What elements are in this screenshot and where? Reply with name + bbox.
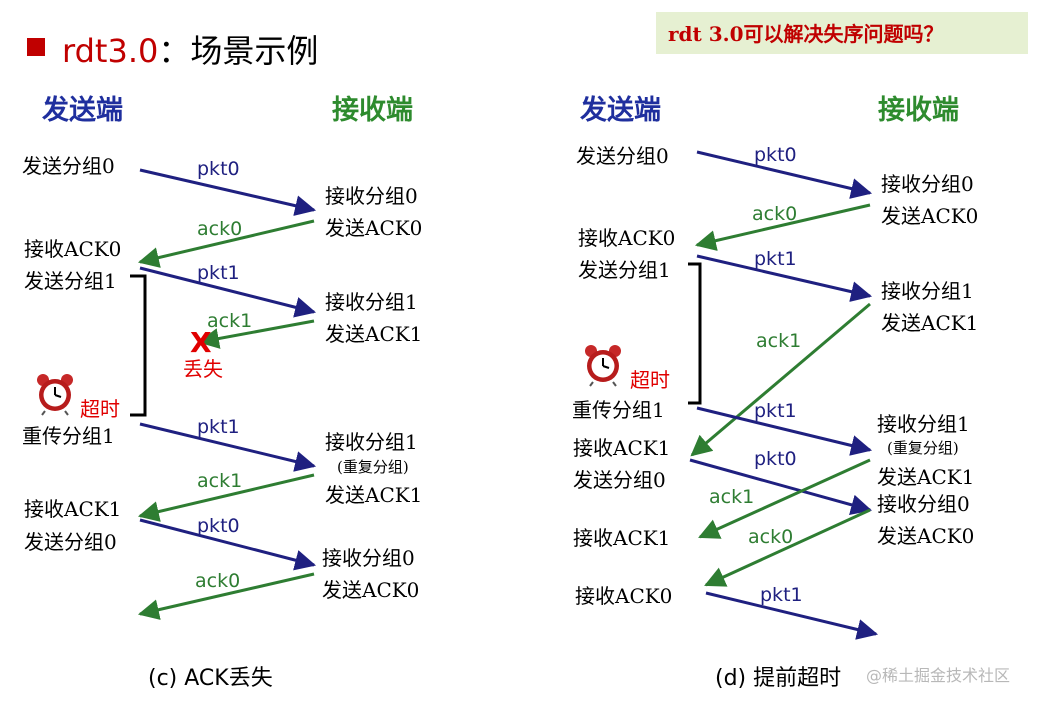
left-arrow-ack1-lost <box>197 319 315 349</box>
right-timeout-label: 超时 <box>630 368 670 392</box>
alarm-clock-icon <box>37 374 73 416</box>
left-arrow-ack0 <box>137 219 315 268</box>
left-caption: (c) ACK丢失 <box>148 666 273 691</box>
right-msg-label: ack0 <box>752 203 798 225</box>
question-text: rdt 3.0可以解决失序问题吗？ <box>668 22 944 46</box>
question-box <box>656 12 1028 54</box>
right-msg-label: pkt0 <box>754 448 797 470</box>
right-arrow-pkt0-2 <box>689 458 873 516</box>
left-sender-event: 发送分组0 <box>24 530 117 554</box>
right-arrow-ack0 <box>694 203 871 251</box>
left-msg-label: ack1 <box>197 470 243 492</box>
left-msg-label: pkt0 <box>197 158 240 180</box>
right-msg-label: pkt1 <box>760 584 803 606</box>
right-arrow-ack1 <box>690 302 871 457</box>
right-arrow-ack1-2 <box>698 458 871 539</box>
right-sender-event: 发送分组0 <box>576 144 669 168</box>
right-receiver-event: 接收分组0 <box>881 172 974 196</box>
left-sender-event: 发送分组1 <box>24 269 117 293</box>
right-receiver-event: (重复分组) <box>887 439 959 457</box>
left-sender-event: 接收ACK1 <box>24 497 122 521</box>
right-arrow-ack0-2 <box>704 508 871 587</box>
left-receiver-event: 接收分组0 <box>325 184 418 208</box>
right-sender-event: 重传分组1 <box>572 398 665 422</box>
title-prefix: rdt3.0 <box>62 32 159 70</box>
right-arrow-pkt1 <box>696 254 873 302</box>
right-sender-event: 接收ACK0 <box>578 226 676 250</box>
left-arrow-pkt0 <box>139 168 317 216</box>
right-msg-label: ack1 <box>709 486 755 508</box>
right-caption: (d) 提前超时 <box>715 666 842 691</box>
right-receiver-event: 发送ACK1 <box>881 311 979 335</box>
left-receiver-header: 接收端 <box>332 95 413 126</box>
left-timeout-label: 超时 <box>80 397 120 421</box>
left-sender-event: 重传分组1 <box>22 424 115 448</box>
right-msg-label: ack0 <box>748 526 794 548</box>
right-msg-label: pkt0 <box>754 144 797 166</box>
left-msg-label: ack0 <box>195 570 241 592</box>
right-receiver-event: 接收分组0 <box>877 492 970 516</box>
left-receiver-event: 接收分组0 <box>322 546 415 570</box>
right-msg-label: pkt1 <box>754 248 797 270</box>
right-arrow-pkt1-2 <box>705 591 879 640</box>
right-sender-event: 接收ACK1 <box>573 436 671 460</box>
right-timeout-bracket <box>688 262 702 405</box>
title-bullet <box>27 38 45 56</box>
right-sender-event: 发送分组0 <box>573 468 666 492</box>
right-msg-label: ack1 <box>756 330 802 352</box>
right-receiver-event: 接收分组1 <box>881 279 974 303</box>
left-receiver-event: (重复分组) <box>337 458 409 476</box>
title-suffix: ：场景示例 <box>158 32 319 70</box>
x-mark-icon: X <box>190 326 212 359</box>
right-receiver-header: 接收端 <box>878 95 959 126</box>
left-sender-header: 发送端 <box>42 95 123 126</box>
left-arrow-ack0-2 <box>137 572 315 620</box>
left-arrow-pkt0-2 <box>139 518 317 571</box>
right-receiver-event: 发送ACK0 <box>877 524 975 548</box>
alarm-clock-icon <box>585 345 621 387</box>
right-sender-event: 接收ACK1 <box>573 526 671 550</box>
right-receiver-event: 发送ACK0 <box>881 204 979 228</box>
left-receiver-event: 接收分组1 <box>325 290 418 314</box>
left-arrow-pkt1-retx <box>139 422 317 472</box>
right-receiver-event: 发送ACK1 <box>877 465 975 489</box>
left-sender-event: 发送分组0 <box>22 154 115 178</box>
left-msg-label: ack1 <box>207 310 253 332</box>
left-receiver-event: 接收分组1 <box>325 430 418 454</box>
left-msg-label: ack0 <box>197 218 243 240</box>
right-arrow-pkt0 <box>696 150 873 199</box>
left-receiver-event: 发送ACK0 <box>325 216 423 240</box>
right-sender-header: 发送端 <box>580 95 661 126</box>
left-receiver-event: 发送ACK0 <box>322 578 420 602</box>
left-sender-event: 接收ACK0 <box>24 237 122 261</box>
left-lost-label: 丢失 <box>183 357 223 381</box>
left-msg-label: pkt0 <box>197 515 240 537</box>
right-sender-event: 发送分组1 <box>578 258 671 282</box>
right-arrow-pkt1-retx <box>696 406 873 456</box>
left-msg-label: pkt1 <box>197 262 240 284</box>
left-timeout-bracket <box>130 274 147 417</box>
left-receiver-event: 发送ACK1 <box>325 322 423 346</box>
right-sender-event: 接收ACK0 <box>575 584 673 608</box>
watermark: @稀土掘金技术社区 <box>866 666 1011 685</box>
left-msg-label: pkt1 <box>197 416 240 438</box>
left-arrow-ack1 <box>137 473 315 522</box>
right-receiver-event: 接收分组1 <box>877 412 970 436</box>
right-msg-label: pkt1 <box>754 400 797 422</box>
page-title: rdt3.0：场景示例 <box>62 26 318 72</box>
left-arrow-pkt1 <box>139 266 317 318</box>
left-receiver-event: 发送ACK1 <box>325 483 423 507</box>
